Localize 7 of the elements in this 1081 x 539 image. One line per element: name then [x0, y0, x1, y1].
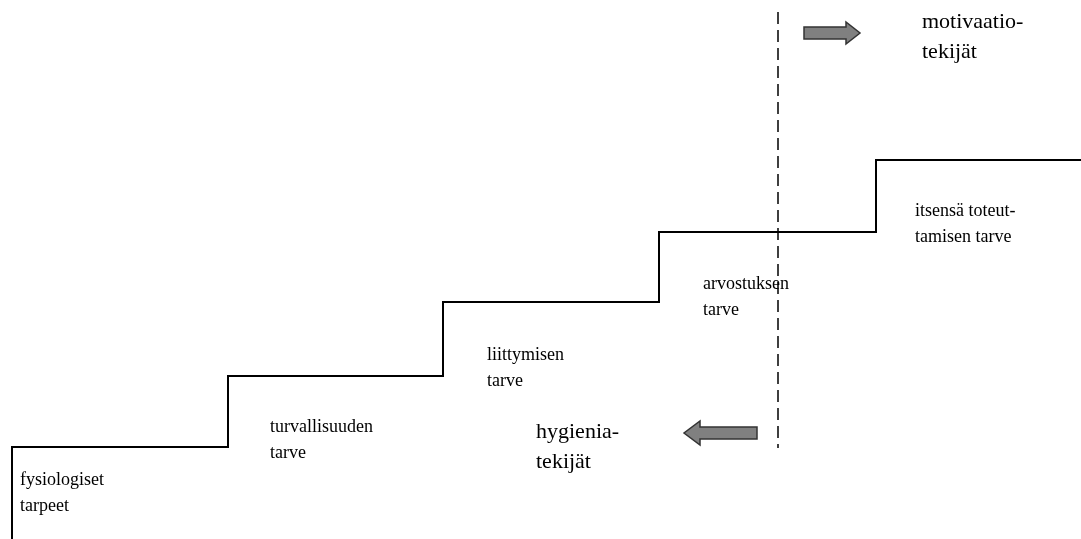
step-label: itsensä toteut-tamisen tarve: [915, 199, 1017, 248]
step-label: arvostuksen tarve: [703, 272, 790, 321]
step-label: hygienia-tekijät: [536, 417, 621, 475]
step-label: fysiologiset tarpeet: [20, 468, 105, 517]
step-label: turvallisuuden tarve: [270, 415, 374, 464]
step-label: liittymisen tarve: [487, 343, 565, 392]
step-label: motivaatio-tekijät: [922, 7, 1025, 65]
